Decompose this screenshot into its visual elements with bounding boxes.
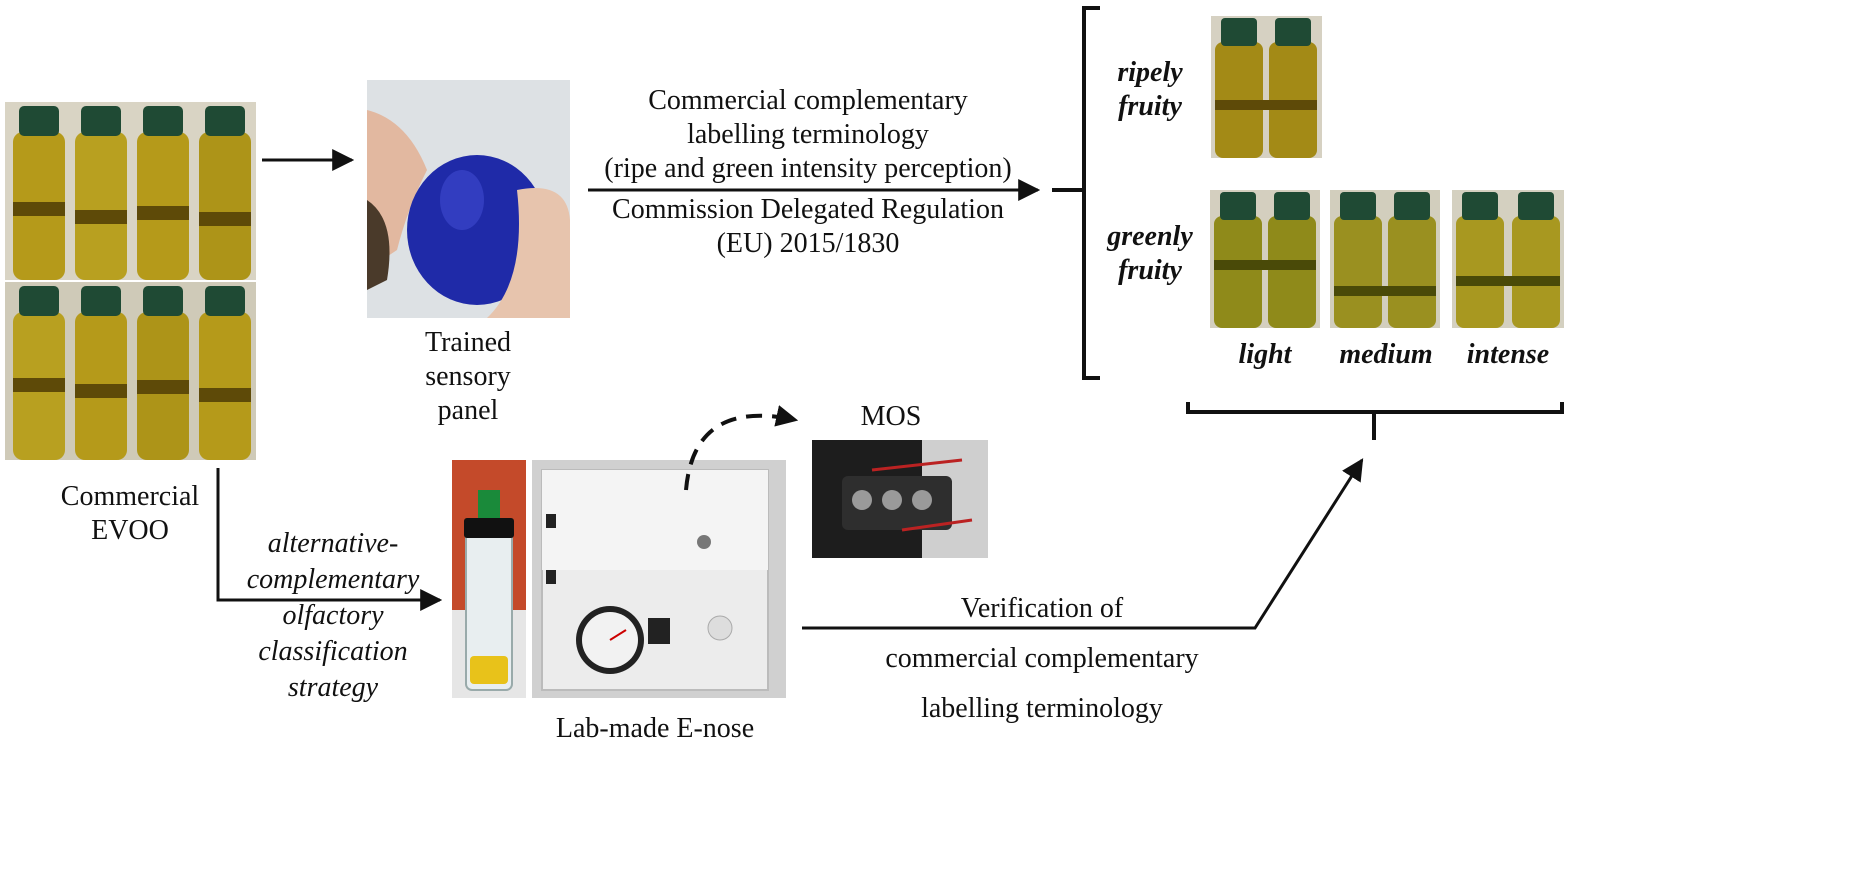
intensity-intense-label: intense (1466, 339, 1550, 370)
arrow-evoo-to-enose (216, 468, 443, 611)
evoo-bottles-photo-top (5, 102, 256, 280)
strategy-label: alternative- complementary olfactory cla… (246, 528, 420, 703)
arrow-enose-to-mos (684, 405, 799, 491)
sensory-panel-photo (367, 80, 570, 318)
arrow-verification (802, 458, 1364, 630)
evoo-bottles-photo-bottom (5, 282, 256, 460)
greenly-light-photo (1210, 190, 1320, 328)
intensity-light-label: light (1238, 339, 1292, 370)
commercial-evoo-label: Commercial EVOO (60, 481, 200, 546)
enose-label: Lab-made E-nose (555, 713, 755, 744)
intensity-bracket (1186, 402, 1564, 440)
regulation-label: Commission Delegated Regulation (EU) 201… (612, 194, 1004, 259)
greenly-fruity-label: greenly fruity (1107, 221, 1193, 286)
intensity-medium-label: medium (1339, 339, 1433, 370)
verification-label: Verification of commercial complementary… (885, 593, 1199, 724)
mos-sensor-photo (812, 440, 988, 558)
sample-vial-photo (452, 460, 526, 698)
sensory-panel-label: Trained sensory panel (424, 327, 512, 426)
greenly-intense-photo (1452, 190, 1564, 328)
classes-bracket (1052, 6, 1100, 380)
terminology-label: Commercial complementary labelling termi… (604, 85, 1012, 184)
mos-label: MOS (860, 401, 922, 432)
enose-device-photo (532, 460, 786, 698)
ripely-fruity-photo (1211, 16, 1322, 158)
ripely-fruity-label: ripely fruity (1117, 57, 1183, 122)
greenly-medium-photo (1330, 190, 1440, 328)
